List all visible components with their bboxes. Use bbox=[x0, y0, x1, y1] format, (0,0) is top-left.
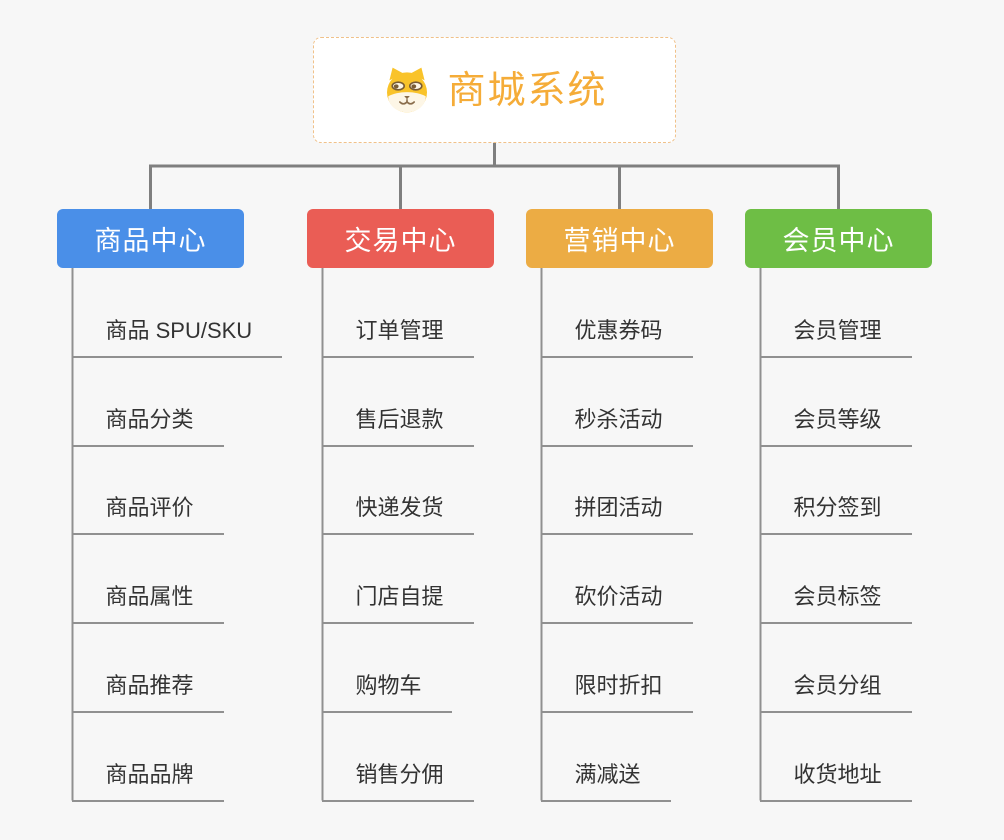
leaf-node[interactable]: 会员等级 bbox=[759, 403, 912, 447]
leaf-node[interactable]: 快递发货 bbox=[321, 491, 474, 536]
branch-node[interactable]: 商品中心 bbox=[57, 209, 244, 268]
leaf-node[interactable]: 满减送 bbox=[540, 758, 671, 802]
leaf-node[interactable]: 商品评价 bbox=[71, 491, 224, 536]
leaf-node[interactable]: 限时折扣 bbox=[540, 669, 693, 713]
branch-label: 会员中心 bbox=[782, 226, 895, 256]
branch-label: 营销中心 bbox=[563, 226, 676, 256]
leaf-node[interactable]: 订单管理 bbox=[321, 314, 474, 358]
leaf-node[interactable]: 会员管理 bbox=[759, 314, 912, 358]
root-node-mall-system[interactable]: 商城系统 bbox=[313, 37, 676, 143]
leaf-node[interactable]: 售后退款 bbox=[321, 403, 474, 447]
branch-label: 商品中心 bbox=[94, 226, 207, 256]
leaf-node[interactable]: 积分签到 bbox=[759, 491, 912, 536]
shiba-dog-icon bbox=[387, 67, 428, 113]
leaf-node[interactable]: 商品品牌 bbox=[71, 758, 224, 802]
root-title: 商城系统 bbox=[447, 70, 608, 112]
leaf-node[interactable]: 商品属性 bbox=[71, 580, 224, 625]
leaf-node[interactable]: 商品推荐 bbox=[71, 669, 224, 713]
leaf-node[interactable]: 拼团活动 bbox=[540, 491, 693, 536]
leaf-node[interactable]: 收货地址 bbox=[759, 758, 912, 802]
branch-node[interactable]: 交易中心 bbox=[307, 209, 494, 268]
leaf-node[interactable]: 会员标签 bbox=[759, 580, 912, 625]
leaf-node[interactable]: 砍价活动 bbox=[540, 580, 693, 625]
leaf-node[interactable]: 门店自提 bbox=[321, 580, 474, 625]
leaf-node[interactable]: 销售分佣 bbox=[321, 758, 474, 802]
leaf-node[interactable]: 优惠券码 bbox=[540, 314, 693, 358]
leaf-node[interactable]: 购物车 bbox=[321, 669, 452, 713]
branch-label: 交易中心 bbox=[344, 226, 457, 256]
leaf-node[interactable]: 商品分类 bbox=[71, 403, 224, 447]
branch-node[interactable]: 会员中心 bbox=[745, 209, 932, 268]
branch-node[interactable]: 营销中心 bbox=[526, 209, 713, 268]
leaf-node[interactable]: 会员分组 bbox=[759, 669, 912, 713]
leaf-node[interactable]: 商品 SPU/SKU bbox=[71, 314, 283, 358]
leaf-node[interactable]: 秒杀活动 bbox=[540, 403, 693, 447]
